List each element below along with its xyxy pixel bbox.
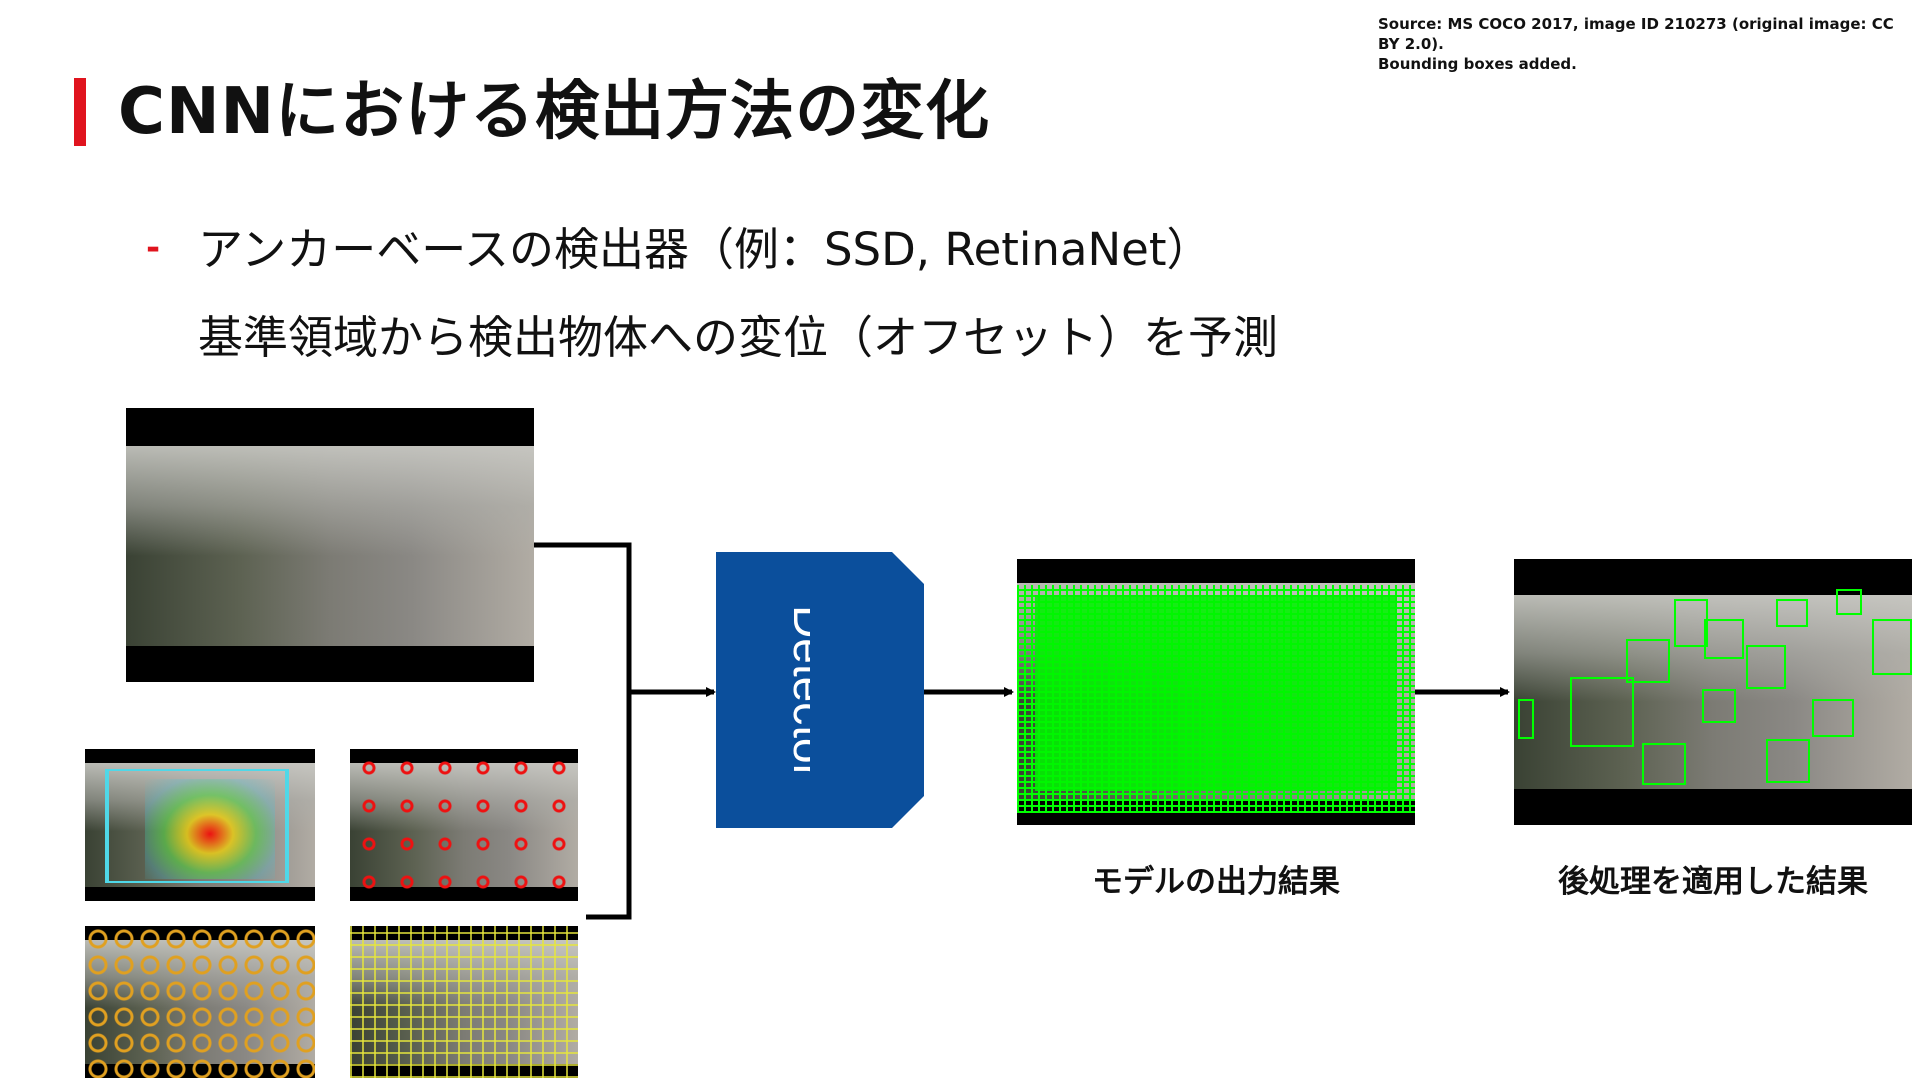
source-line-1: Source: MS COCO 2017, image ID 210273 (o… — [1378, 15, 1894, 53]
detector-label: Detector — [786, 605, 810, 779]
post-processed-image — [1514, 559, 1912, 825]
slide-title: CNNにおける検出方法の変化 — [118, 75, 991, 149]
source-note: Source: MS COCO 2017, image ID 210273 (o… — [1378, 14, 1920, 74]
title-accent-bar — [74, 78, 86, 146]
input-image-photo — [126, 446, 534, 646]
connector-bracket — [534, 542, 632, 920]
heatmap-anchor-boxes — [105, 769, 289, 883]
bounding-box — [1836, 589, 1862, 615]
source-line-2: Bounding boxes added. — [1378, 55, 1577, 73]
detector-label-text: Detector — [786, 605, 810, 779]
bounding-box — [1626, 639, 1670, 683]
anchor-map-yellow — [350, 926, 578, 1078]
bounding-box — [1704, 619, 1744, 659]
red-anchor-grid — [350, 749, 578, 901]
model-output-image — [1017, 559, 1415, 825]
bounding-box — [1812, 699, 1854, 737]
bounding-box — [1746, 645, 1786, 689]
post-processed-photo — [1514, 595, 1912, 789]
bullet-dash: - — [146, 228, 161, 268]
yellow-anchor-grid — [350, 926, 578, 1078]
bounding-box — [1518, 699, 1534, 739]
caption-model-output: モデルの出力結果 — [1092, 864, 1340, 900]
detector-block — [716, 552, 924, 828]
bounding-box — [1766, 739, 1810, 783]
detector-shape — [716, 552, 924, 828]
caption-post-processed: 後処理を適用した結果 — [1558, 864, 1868, 900]
bullet-line-1: アンカーベースの検出器（例：SSD, RetinaNet） — [198, 223, 1212, 276]
bounding-box — [1776, 599, 1808, 627]
bounding-box — [1872, 619, 1912, 675]
bullet-line-2: 基準領域から検出物体への変位（オフセット）を予測 — [198, 311, 1279, 364]
anchor-map-heatmap — [85, 749, 315, 901]
anchor-map-red — [350, 749, 578, 901]
heatmap-glow — [145, 779, 275, 879]
bounding-box — [1570, 677, 1634, 747]
anchor-map-orange — [85, 926, 315, 1078]
dense-box-fill — [1035, 595, 1397, 791]
input-image — [126, 408, 534, 682]
orange-anchor-grid — [85, 926, 315, 1078]
bounding-box — [1642, 743, 1686, 785]
bounding-box — [1674, 599, 1708, 647]
bounding-box — [1702, 689, 1736, 723]
